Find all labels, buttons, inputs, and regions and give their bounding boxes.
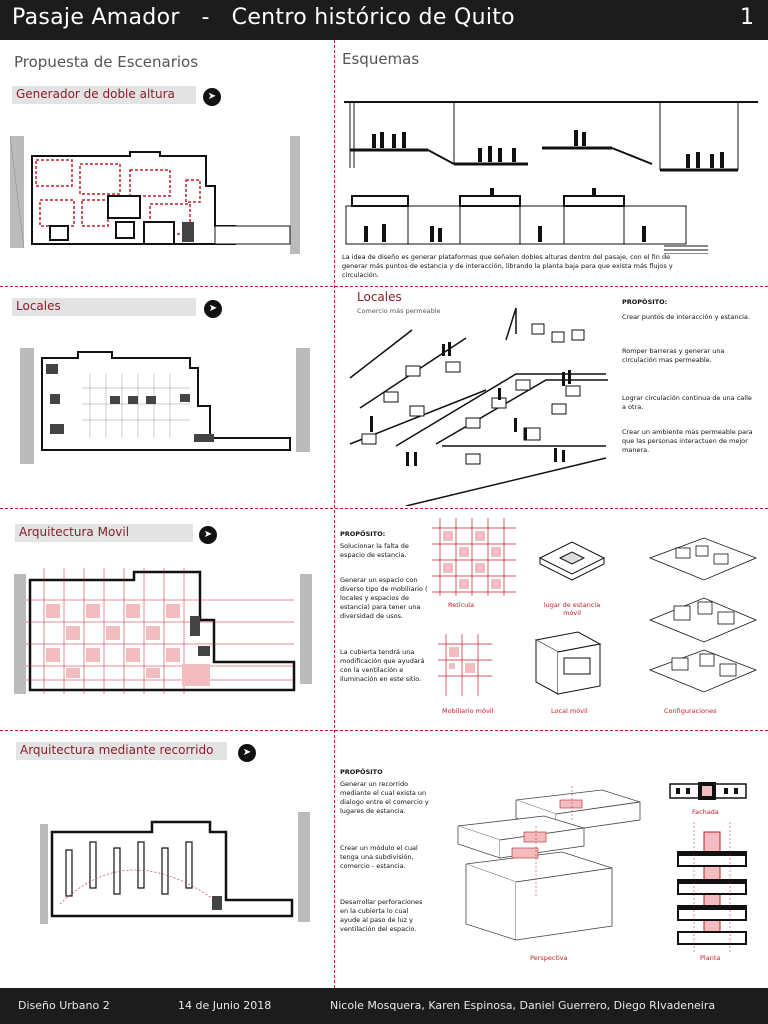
configuraciones-diagram xyxy=(648,537,758,693)
caption-mobiliario-movil: Mobiliario móvil xyxy=(442,707,494,715)
estancia-movil-diagram xyxy=(538,541,606,581)
movil-point-3: La cubierta tendrá una modificación que … xyxy=(340,648,425,683)
perspective-locales xyxy=(349,307,608,506)
planta-diagram xyxy=(677,822,747,952)
caption-fachada: Fachada xyxy=(692,808,719,816)
label-arquitectura-recorrido: Arquitectura mediante recorrido xyxy=(16,742,227,760)
plan-locales xyxy=(20,348,310,464)
plan-movil xyxy=(14,568,312,694)
row-divider-1 xyxy=(0,286,768,287)
movil-point-2: Generar un espacio con diverso tipo de m… xyxy=(340,576,428,620)
recorrido-purpose-title: PROPÓSITO xyxy=(340,768,383,776)
caption-estancia-movil: lugar de estancia móvil xyxy=(543,601,601,617)
row-divider-2 xyxy=(0,508,768,509)
cursor-arrow-icon: ➤ xyxy=(199,526,217,544)
locales-diagram-subtitle: Comercio más permeable xyxy=(357,307,441,315)
locales-point-1: Crear puntos de interacción y estancia. xyxy=(622,313,750,321)
caption-perspectiva: Perspectiva xyxy=(530,954,568,962)
local-movil-diagram xyxy=(534,631,602,695)
cursor-arrow-icon: ➤ xyxy=(238,744,256,762)
cursor-arrow-icon: ➤ xyxy=(203,88,221,106)
left-heading: Propuesta de Escenarios xyxy=(14,53,199,71)
label-arquitectura-movil: Arquitectura Movil xyxy=(15,524,193,542)
footer-bar: Diseño Urbano 2 14 de Junio 2018 Nicole … xyxy=(0,988,768,1024)
fachada-diagram xyxy=(669,782,747,800)
movil-purpose-title: PROPÓSITO: xyxy=(340,530,386,538)
locales-point-4: Crear un ambiente mas permeable para que… xyxy=(622,428,753,454)
recorrido-point-2: Crear un módulo el cual tenga una subdiv… xyxy=(340,844,418,870)
caption-planta: Planta xyxy=(700,954,721,962)
doble-description: La idea de diseño es generar plataformas… xyxy=(342,253,673,279)
locales-point-3: Lograr circulación continua de una calle… xyxy=(622,394,752,411)
footer-course: Diseño Urbano 2 xyxy=(18,999,110,1012)
recorrido-point-3: Desarrollar perforaciones en la cubierta… xyxy=(340,898,423,933)
movil-point-1: Solucionar la falta de espacio de estanc… xyxy=(340,542,409,559)
label-doble-altura: Generador de doble altura xyxy=(12,86,196,104)
footer-date: 14 de Junio 2018 xyxy=(178,999,272,1012)
reticula-diagram xyxy=(432,518,516,596)
locales-point-2: Romper barreras y generar una circulació… xyxy=(622,347,725,364)
right-heading: Esquemas xyxy=(342,50,420,68)
section-diagrams-doble xyxy=(344,101,758,254)
footer-authors: Nicole Mosquera, Karen Espinosa, Daniel … xyxy=(330,999,716,1012)
cursor-arrow-icon: ➤ xyxy=(204,300,222,318)
label-locales: Locales xyxy=(12,298,196,316)
locales-purpose-title: PROPÓSITO: xyxy=(622,298,668,306)
caption-configuraciones: Configuraciones xyxy=(664,707,717,715)
mobiliario-movil-diagram xyxy=(438,634,492,696)
locales-diagram-title: Locales xyxy=(357,290,402,304)
page-number: 1 xyxy=(740,5,754,30)
column-divider xyxy=(334,40,335,988)
page-title: Pasaje Amador - Centro histórico de Quit… xyxy=(12,5,515,30)
caption-local-movil: Local móvil xyxy=(551,707,588,715)
caption-reticula: Retícula xyxy=(448,601,475,609)
plan-doble-altura xyxy=(10,135,300,254)
header-bar: Pasaje Amador - Centro histórico de Quit… xyxy=(0,0,768,40)
perspectiva-recorrido xyxy=(457,786,641,941)
row-divider-3 xyxy=(0,730,768,731)
recorrido-point-1: Generar un recorrido mediante el cual ex… xyxy=(340,780,429,815)
plan-recorrido xyxy=(40,812,310,924)
